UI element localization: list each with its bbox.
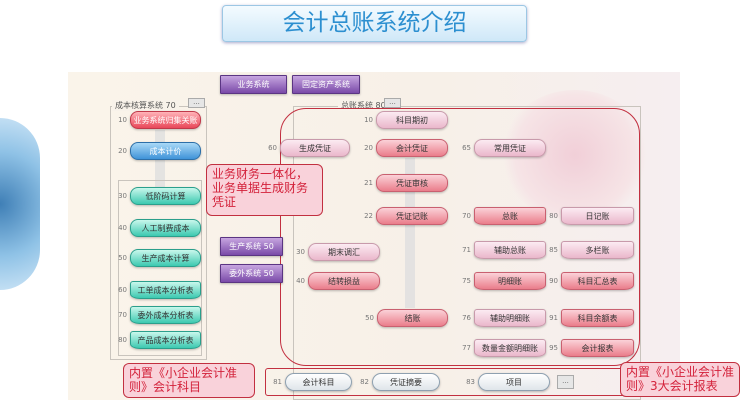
gl-system-node[interactable]: 结转损益: [308, 272, 380, 290]
gl-system-node[interactable]: 科目余额表: [561, 309, 634, 327]
gl-system-node[interactable]: 生成凭证: [280, 139, 350, 157]
gl-system-node[interactable]: 期末调汇: [308, 243, 380, 261]
gl-system-step-number: 80: [549, 212, 558, 220]
cost-system-step-number: 20: [118, 147, 127, 155]
gl-system-step-number: 10: [364, 116, 373, 124]
flow-arrow: [405, 158, 415, 308]
gl-system-step-number: 71: [462, 246, 471, 254]
cost-system-node[interactable]: 委外成本分析表: [130, 306, 201, 324]
outsourcing-system-node[interactable]: 委外系统 50: [220, 264, 283, 283]
cost-system-step-number: 80: [118, 336, 127, 344]
gl-system-step-number: 60: [268, 144, 277, 152]
cost-system-node[interactable]: 人工制费成本: [130, 219, 201, 237]
gl-system-node[interactable]: 数量金额明细账: [474, 339, 546, 357]
gl-system-step-number: 95: [549, 344, 558, 352]
gl-system-node[interactable]: 科目期初: [376, 111, 448, 129]
cost-system-node[interactable]: 业务系统归集关账: [130, 111, 201, 129]
base-data-step-number: 81: [273, 378, 282, 386]
gl-system-step-number: 90: [549, 277, 558, 285]
cost-system-step-number: 60: [118, 286, 127, 294]
base-data-more-button[interactable]: ...: [557, 375, 574, 389]
cost-system-step-number: 10: [118, 116, 127, 124]
gl-system-step-number: 30: [296, 248, 305, 256]
base-data-step-number: 82: [360, 378, 369, 386]
cost-system-node[interactable]: 工单成本分析表: [130, 281, 201, 299]
gl-system-frame: [293, 106, 641, 400]
gl-system-node[interactable]: 辅助总账: [474, 241, 546, 259]
callout-integration: 业务财务一体化，业务单据生成财务凭证: [206, 164, 323, 216]
base-data-node[interactable]: 凭证摘要: [372, 373, 440, 391]
fixed-asset-system-node[interactable]: 固定资产系统: [292, 75, 360, 94]
base-data-node[interactable]: 会计科目: [285, 373, 352, 391]
gl-system-step-number: 70: [462, 212, 471, 220]
gl-system-step-number: 77: [462, 344, 471, 352]
gl-system-node[interactable]: 常用凭证: [474, 139, 546, 157]
business-system-node[interactable]: 业务系统: [220, 75, 287, 94]
gl-system-node[interactable]: 凭证审核: [376, 174, 448, 192]
gl-system-step-number: 76: [462, 314, 471, 322]
gl-system-step-number: 85: [549, 246, 558, 254]
gl-system-more-button[interactable]: ...: [384, 98, 401, 108]
callout-reports: 内置《小企业会计准则》3大会计报表: [620, 362, 740, 397]
base-data-node[interactable]: 项目: [478, 373, 550, 391]
cost-system-label: 成本核算系统 70: [112, 100, 179, 111]
gl-system-step-number: 75: [462, 277, 471, 285]
gl-system-node[interactable]: 凭证记账: [376, 207, 448, 225]
cost-system-step-number: 40: [118, 224, 127, 232]
gl-system-label: 总账系统 80: [338, 100, 389, 111]
decorative-photo: [0, 118, 40, 290]
cost-system-step-number: 30: [118, 192, 127, 200]
gl-system-step-number: 40: [296, 277, 305, 285]
cost-system-more-button[interactable]: ...: [188, 98, 205, 108]
slide-title: 会计总账系统介绍: [222, 5, 527, 42]
callout-accounts: 内置《小企业会计准则》会计科目: [123, 363, 255, 398]
cost-system-step-number: 70: [118, 311, 127, 319]
gl-system-step-number: 65: [462, 144, 471, 152]
production-system-node[interactable]: 生产系统 50: [220, 237, 283, 256]
gl-system-node[interactable]: 结账: [377, 309, 448, 327]
gl-system-node[interactable]: 会计凭证: [376, 139, 448, 157]
gl-system-node[interactable]: 会计报表: [561, 339, 634, 357]
flow-arrow: [155, 130, 165, 190]
cost-subgroup-frame: [118, 180, 202, 356]
gl-system-node[interactable]: 多栏账: [561, 241, 634, 259]
base-data-step-number: 83: [466, 378, 475, 386]
gl-system-step-number: 91: [549, 314, 558, 322]
gl-system-step-number: 20: [364, 144, 373, 152]
cost-system-step-number: 50: [118, 254, 127, 262]
gl-system-step-number: 21: [364, 179, 373, 187]
gl-system-node[interactable]: 总账: [474, 207, 546, 225]
gl-system-node[interactable]: 科目汇总表: [561, 272, 634, 290]
cost-system-node[interactable]: 低阶码计算: [130, 187, 201, 205]
cost-system-node[interactable]: 产品成本分析表: [130, 331, 201, 349]
gl-system-step-number: 50: [365, 314, 374, 322]
gl-system-node[interactable]: 辅助明细账: [474, 309, 546, 327]
gl-system-node[interactable]: 日记账: [561, 207, 634, 225]
gl-system-step-number: 22: [364, 212, 373, 220]
cost-system-node[interactable]: 成本计价: [130, 142, 201, 160]
cost-system-node[interactable]: 生产成本计算: [130, 249, 201, 267]
gl-system-node[interactable]: 明细账: [474, 272, 546, 290]
